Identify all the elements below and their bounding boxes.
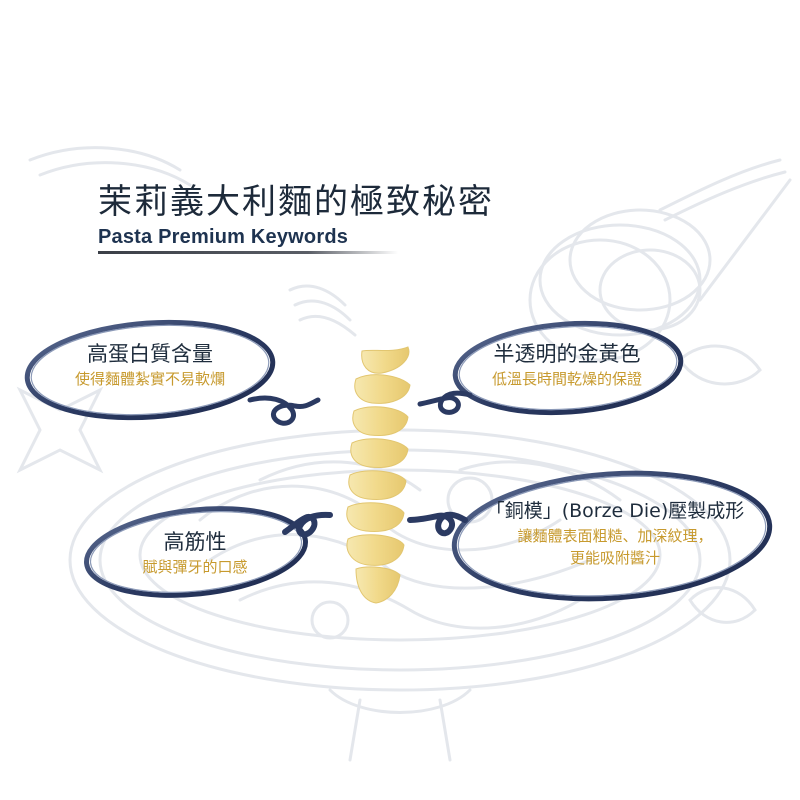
- page-subtitle: Pasta Premium Keywords: [98, 226, 349, 248]
- fusilli-pasta-image: [346, 346, 411, 604]
- feature-desc: 更能吸附醬汁: [569, 549, 660, 567]
- feature-desc: 賦與彈牙的口感: [142, 558, 248, 576]
- title-divider: [98, 251, 398, 254]
- feature-desc: 使得麵體紮實不易軟爛: [74, 370, 225, 388]
- feature-title: 高筋性: [163, 530, 227, 554]
- feature-desc: 低溫長時間乾燥的保證: [491, 370, 642, 388]
- feature-title: 半透明的金黃色: [493, 342, 641, 366]
- feature-title: 「銅模」(Borze Die)壓製成形: [485, 500, 745, 522]
- feature-gluten: 高筋性 賦與彈牙的口感: [100, 528, 290, 578]
- header: 茉莉義大利麵的極致秘密 Pasta Premium Keywords: [98, 182, 494, 250]
- feature-golden-color: 半透明的金黃色 低溫長時間乾燥的保證: [462, 340, 672, 390]
- feature-bronze-die: 「銅模」(Borze Die)壓製成形 讓麵體表面粗糙、加深紋理， 更能吸附醬汁: [470, 497, 760, 569]
- feature-protein: 高蛋白質含量 使得麵體紮實不易軟爛: [40, 340, 260, 390]
- feature-desc: 讓麵體表面粗糙、加深紋理，: [517, 527, 713, 545]
- feature-title: 高蛋白質含量: [87, 342, 213, 366]
- page-title: 茉莉義大利麵的極致秘密: [98, 182, 494, 222]
